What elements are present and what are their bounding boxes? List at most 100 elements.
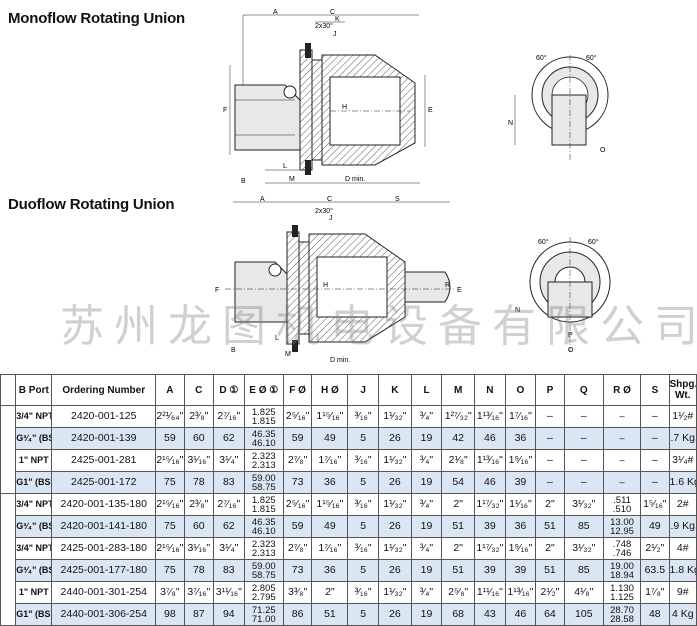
cell-S: – xyxy=(640,405,670,428)
cell-M: 1²⁷⁄₃₂" xyxy=(441,405,476,428)
cell-R: 1.130 1.125 xyxy=(602,581,642,604)
cell-C: 78 xyxy=(183,559,215,582)
cell-E: 59.00 58.75 xyxy=(243,471,284,494)
duo-dim-E: E xyxy=(457,287,462,294)
dim-E: E xyxy=(428,107,433,114)
cell-N: 1¹³⁄₁₆" xyxy=(474,449,506,472)
cell-H: 1¹⁵⁄₁₆" xyxy=(311,405,349,428)
cell-F: 86 xyxy=(282,603,313,626)
header-K: K xyxy=(377,374,412,406)
cell-L: ³⁄₄" xyxy=(410,405,443,428)
cell-C: 3¹⁄₁₆" xyxy=(183,537,215,560)
cell-ordering-number: 2420-001-135-180 xyxy=(51,493,157,516)
cell-F: 2⁵⁄₁₆" xyxy=(282,493,313,516)
dim-O: O xyxy=(600,147,606,154)
cell-Q: – xyxy=(563,471,604,494)
spec-table: B Port Ordering Number A C D ① E Ø ① F Ø… xyxy=(0,374,697,626)
cell-H: 49 xyxy=(311,515,349,538)
cell-E: 1.825 1.815 xyxy=(243,405,284,428)
cell-J: 5 xyxy=(347,603,379,626)
monoflow-end-diagram: 60° 60° N O xyxy=(508,54,609,160)
cell-Q: 3¹⁄₃₂" xyxy=(563,537,604,560)
cell-P: – xyxy=(535,427,565,450)
header-C: C xyxy=(183,374,215,406)
cell-L: 19 xyxy=(410,515,443,538)
watermark-text: 苏州龙图机电设备有限公司 xyxy=(60,301,697,352)
header-J: J xyxy=(347,374,379,406)
cell-S: – xyxy=(640,449,670,472)
cell-N: 39 xyxy=(474,515,506,538)
cell-D: 62 xyxy=(213,427,245,450)
duoflow-side-diagram: A C S 2x30° J F H E R B L M D min. xyxy=(215,196,462,364)
dim-M: M xyxy=(289,176,295,183)
cell-P: 2¹⁄₂" xyxy=(535,581,565,604)
cell-O: 46 xyxy=(504,603,537,626)
cell-P: – xyxy=(535,405,565,428)
cell-E: 2.323 2.313 xyxy=(243,537,284,560)
header-A: A xyxy=(155,374,185,406)
group-duoflow: Duoflow xyxy=(0,493,17,626)
duo-end-dim-N: N xyxy=(515,307,520,314)
cell-S: 63.5 xyxy=(640,559,670,582)
cell-H: 1⁷⁄₁₆" xyxy=(311,449,349,472)
dim-angle: 2x30° xyxy=(315,22,333,30)
cell-K: 1¹⁄₃₂" xyxy=(377,449,412,472)
cell-O: 1⁹⁄₁₆" xyxy=(504,537,537,560)
cell-W: 4# xyxy=(668,537,697,560)
cell-C: 3¹⁄₁₆" xyxy=(183,449,215,472)
cell-port: G1" (BSP) xyxy=(15,603,53,626)
duoflow-title: Duoflow Rotating Union xyxy=(8,196,175,213)
cell-R: – xyxy=(602,427,642,450)
header-E: E Ø ① xyxy=(243,374,284,406)
cell-H: 1⁷⁄₁₆" xyxy=(311,537,349,560)
cell-ordering-number: 2425-001-177-180 xyxy=(51,559,157,582)
cell-C: 87 xyxy=(183,603,215,626)
cell-ordering-number: 2420-001-125 xyxy=(51,405,157,428)
cell-E: 2.805 2.795 xyxy=(243,581,284,604)
cell-port: 3/4" NPT xyxy=(15,493,53,516)
cell-C: 78 xyxy=(183,471,215,494)
duo-dim-C: C xyxy=(327,196,332,203)
cell-K: 26 xyxy=(377,427,412,450)
cell-F: 73 xyxy=(282,471,313,494)
header-N: N xyxy=(474,374,506,406)
cell-ordering-number: 2420-001-139 xyxy=(51,427,157,450)
monoflow-side-diagram: A C K 2x30° J F H E B L M D min. xyxy=(223,9,433,185)
cell-Q: 85 xyxy=(563,559,604,582)
cell-N: 1¹⁷⁄₃₂" xyxy=(474,493,506,516)
cell-M: 51 xyxy=(441,515,476,538)
table-header-row: B Port Ordering Number A C D ① E Ø ① F Ø… xyxy=(0,374,697,406)
cell-R: .511 .510 xyxy=(602,493,642,516)
cell-P: 51 xyxy=(535,515,565,538)
duo-dim-M: M xyxy=(285,351,291,358)
cell-J: 5 xyxy=(347,471,379,494)
cell-N: 43 xyxy=(474,603,506,626)
cell-D: 83 xyxy=(213,559,245,582)
cell-F: 2⁷⁄₈" xyxy=(282,449,313,472)
cell-D: 3¹⁄₄" xyxy=(213,449,245,472)
cell-D: 62 xyxy=(213,515,245,538)
cell-P: 64 xyxy=(535,603,565,626)
cell-R: 28.70 28.58 xyxy=(602,603,642,626)
cell-H: 49 xyxy=(311,427,349,450)
monoflow-title: Monoflow Rotating Union xyxy=(8,10,186,27)
cell-L: 19 xyxy=(410,471,443,494)
cell-port: 1" NPT xyxy=(15,581,53,604)
cell-ordering-number: 2425-001-283-180 xyxy=(51,537,157,560)
cell-Q: – xyxy=(563,405,604,428)
header-ordering-number: Ordering Number xyxy=(51,374,157,406)
cell-ordering-number: 2440-001-301-254 xyxy=(51,581,157,604)
cell-P: 2" xyxy=(535,537,565,560)
cell-N: 39 xyxy=(474,559,506,582)
cell-O: 36 xyxy=(504,427,537,450)
cell-W: 1¹⁄₂# xyxy=(668,405,697,428)
cell-K: 1¹⁄₃₂" xyxy=(377,405,412,428)
cell-L: ³⁄₄" xyxy=(410,493,443,516)
cell-A: 75 xyxy=(155,559,185,582)
cell-S: 1⁷⁄₈" xyxy=(640,581,670,604)
cell-E: 71.25 71.00 xyxy=(243,603,284,626)
cell-E: 2.323 2.313 xyxy=(243,449,284,472)
cell-O: 1¹⁄₁₆" xyxy=(504,493,537,516)
